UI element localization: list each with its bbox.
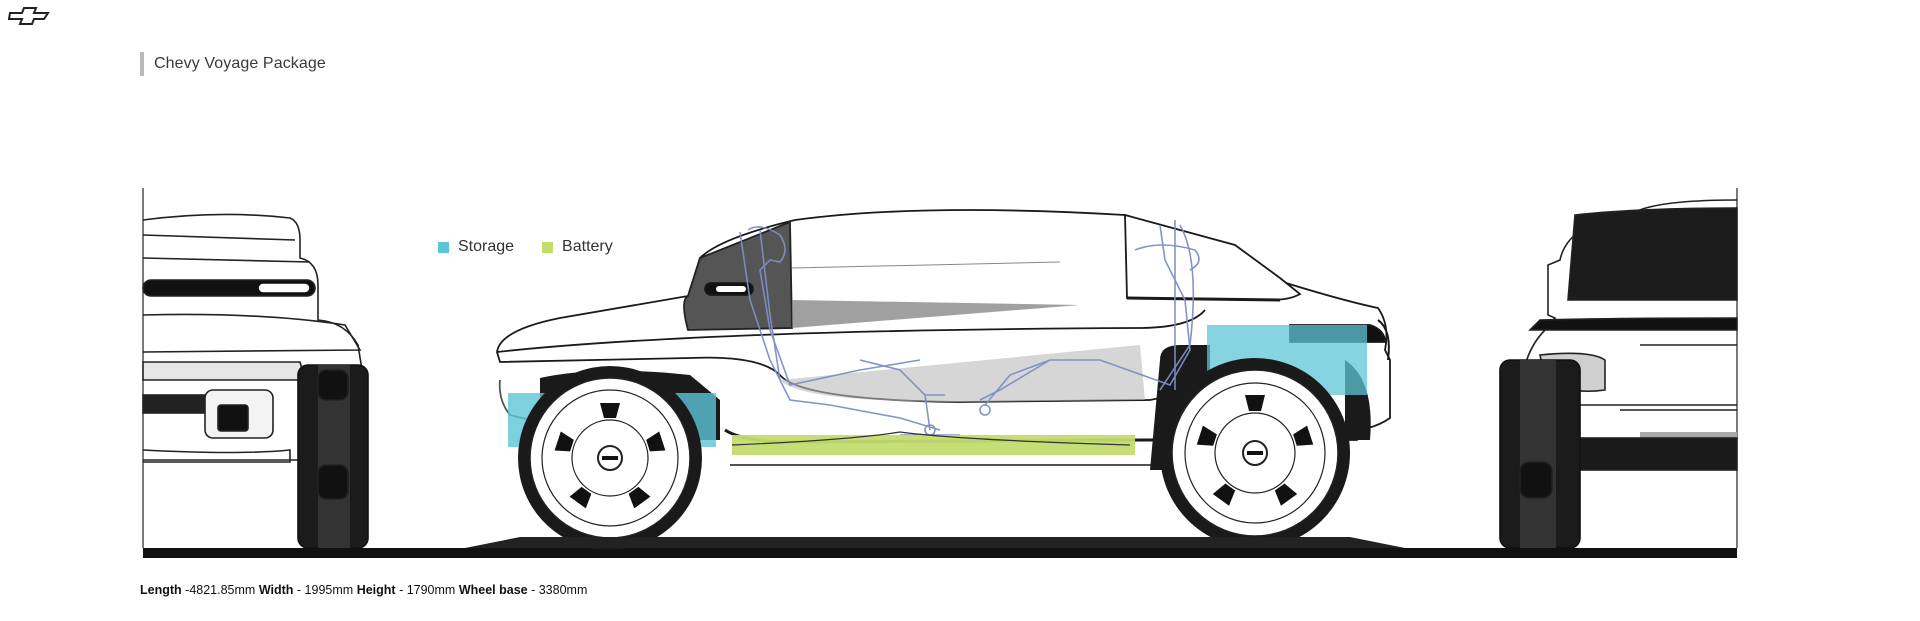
legend-label-battery: Battery	[562, 238, 613, 255]
spec-value-wheel-base: - 3380mm	[531, 583, 588, 597]
page-title-block: Chevy Voyage Package	[140, 52, 326, 76]
page-title: Chevy Voyage Package	[154, 55, 326, 72]
spec-value-length: -4821.85mm	[185, 583, 256, 597]
rear-view	[1499, 199, 1738, 549]
spec-label-width: Width	[258, 583, 294, 597]
side-rear-wheel	[1160, 358, 1350, 548]
legend: Storage Battery	[438, 238, 613, 256]
spec-label-length: Length	[140, 583, 182, 597]
spec-value-width: - 1995mm	[296, 583, 354, 597]
battery-swatch	[542, 241, 554, 253]
title-accent-bar	[140, 52, 144, 76]
legend-item-storage: Storage	[438, 238, 514, 256]
legend-item-battery: Battery	[542, 238, 613, 256]
ground-line	[143, 548, 1737, 558]
ground-shadow	[465, 537, 1405, 548]
storage-swatch	[438, 241, 449, 253]
battery-pack	[732, 435, 1135, 455]
spec-label-height: Height	[356, 583, 396, 597]
dimension-specs: Length -4821.85mm Width - 1995mm Height …	[140, 583, 587, 597]
occupant-sketch	[739, 220, 1200, 436]
legend-label-storage: Storage	[458, 238, 515, 255]
spec-value-height: - 1790mm	[399, 583, 456, 597]
front-view	[142, 213, 369, 549]
chevrolet-bowtie-icon	[8, 7, 50, 25]
spec-label-wheel-base: Wheel base	[458, 583, 528, 597]
side-front-wheel	[518, 366, 702, 550]
